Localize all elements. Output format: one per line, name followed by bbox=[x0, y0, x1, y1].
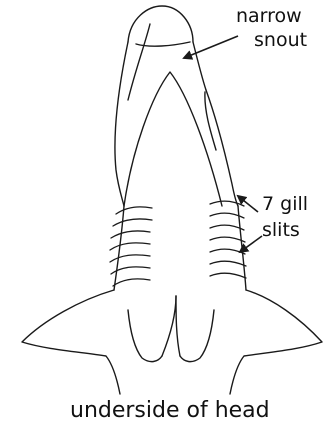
gill-arrow-lower bbox=[240, 236, 262, 252]
gill-slits-label-line1: 7 gill bbox=[262, 195, 308, 214]
narrow-snout-label-line1: narrow bbox=[236, 7, 302, 26]
snout-arrow bbox=[184, 36, 238, 58]
figure-caption: underside of head bbox=[70, 400, 270, 422]
gill-slits-label-line2: slits bbox=[262, 221, 300, 240]
narrow-snout-label-line2: snout bbox=[254, 31, 307, 50]
gill-slits-right bbox=[210, 201, 246, 278]
